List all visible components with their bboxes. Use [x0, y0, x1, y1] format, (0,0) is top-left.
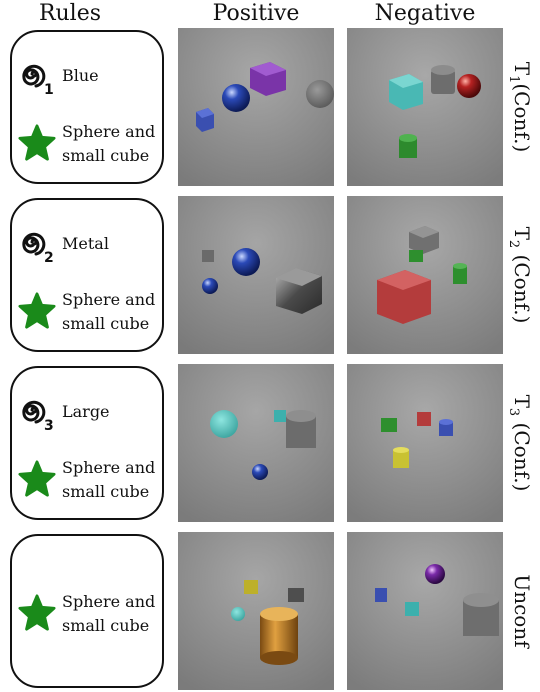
shared-rule-text: Sphere and small cube: [62, 456, 155, 504]
row-label-sub: 3: [506, 408, 521, 416]
shared-rule-text: Sphere and small cube: [62, 120, 155, 168]
positive-scene-2: [178, 196, 334, 354]
row-label-sub: 1: [506, 75, 521, 83]
shared-rule-line-1: Sphere and: [62, 590, 155, 614]
star-icon: [18, 292, 56, 330]
negative-scene-1: [347, 28, 503, 186]
row-label-main: Unconf: [510, 574, 534, 647]
row-label-4: Unconf: [502, 532, 538, 690]
rule-box-2: 2 Metal Sphere and small cube: [10, 198, 164, 352]
header-positive: Positive: [178, 0, 334, 28]
row-label-suffix: (Conf.): [510, 83, 534, 152]
confounding-rule-text: Blue: [62, 66, 99, 86]
rule-box-1: 1 Blue Sphere and small cube: [10, 30, 164, 184]
positive-scene-3: [178, 364, 334, 522]
shared-rule-text: Sphere and small cube: [62, 590, 155, 638]
negative-scene-3: [347, 364, 503, 522]
rule-box-3: 3 Large Sphere and small cube: [10, 366, 164, 520]
row-label-suffix: (Conf.): [510, 248, 534, 323]
star-icon: [18, 124, 56, 162]
star-icon: [18, 460, 56, 498]
shared-rule-line-2: small cube: [62, 614, 155, 638]
shared-rule-line-1: Sphere and: [62, 120, 155, 144]
row-label-main: T: [510, 395, 534, 408]
header-rules: Rules: [10, 0, 130, 28]
star-icon: [18, 594, 56, 632]
row-label-2: T2 (Conf.): [502, 196, 538, 354]
shared-rule-line-2: small cube: [62, 144, 155, 168]
shared-rule-line-1: Sphere and: [62, 288, 155, 312]
rule-box-4: Sphere and small cube: [10, 534, 164, 688]
row-label-1: T1(Conf.): [502, 28, 538, 186]
shared-rule-text: Sphere and small cube: [62, 288, 155, 336]
spiral-index: 2: [44, 250, 54, 264]
spiral-index: 1: [44, 82, 54, 96]
spiral-icon: 3: [16, 394, 60, 432]
row-label-3: T3 (Conf.): [502, 364, 538, 522]
negative-scene-4: [347, 532, 503, 690]
positive-scene-4: [178, 532, 334, 690]
shared-rule-line-2: small cube: [62, 480, 155, 504]
row-label-suffix: (Conf.): [510, 416, 534, 491]
shared-rule-line-1: Sphere and: [62, 456, 155, 480]
spiral-icon: 2: [16, 226, 60, 264]
confounding-rule-text: Large: [62, 402, 110, 422]
shared-rule-line-2: small cube: [62, 312, 155, 336]
row-label-main: T: [510, 227, 534, 240]
header-negative: Negative: [347, 0, 503, 28]
spiral-index: 3: [44, 418, 54, 432]
confounding-rule-text: Metal: [62, 234, 109, 254]
row-label-main: T: [510, 62, 534, 75]
positive-scene-1: [178, 28, 334, 186]
row-label-sub: 2: [506, 240, 521, 248]
spiral-icon: 1: [16, 58, 60, 96]
negative-scene-2: [347, 196, 503, 354]
